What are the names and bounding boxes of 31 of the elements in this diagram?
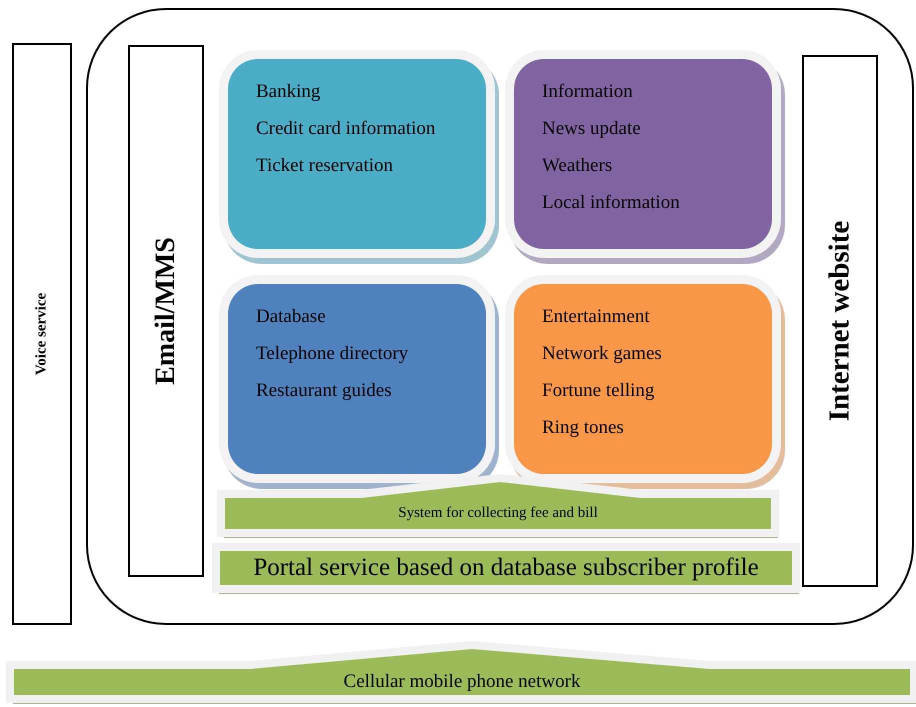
service-item: Ring tones: [542, 416, 625, 440]
label-box: [128, 45, 204, 577]
category-card: [514, 284, 772, 474]
rounded-container: [86, 8, 914, 625]
category-card: [514, 59, 772, 249]
label-box: [802, 55, 878, 587]
category-card: [228, 59, 486, 249]
vertical-label: Internet website: [824, 220, 856, 422]
service-item: Restaurant guides: [256, 379, 393, 403]
category-card: [228, 284, 486, 474]
layer-label: Portal service based on database subscriber profile: [252, 553, 760, 583]
service-item: Information: [542, 80, 634, 104]
service-item: Entertainment: [542, 305, 651, 329]
layer-bar: [8, 643, 916, 705]
layer-bar: [214, 545, 798, 595]
service-item: Credit card information: [256, 117, 436, 141]
vertical-label: Voice service: [34, 292, 50, 376]
service-item: Database: [256, 305, 327, 329]
service-item: Network games: [542, 342, 663, 366]
label-box: [12, 43, 72, 625]
layer-label: System for collecting fee and bill: [397, 504, 599, 523]
service-item: Telephone directory: [256, 342, 410, 366]
service-item: Weathers: [542, 154, 614, 178]
service-item: Ticket reservation: [256, 154, 394, 178]
service-item: Banking: [256, 80, 322, 104]
vertical-label: Email/MMS: [150, 237, 182, 385]
layer-bar: [219, 476, 777, 539]
service-item: News update: [542, 117, 642, 141]
service-item: Local information: [542, 191, 681, 215]
service-item: Fortune telling: [542, 379, 656, 403]
layer-label: Cellular mobile phone network: [342, 670, 582, 694]
